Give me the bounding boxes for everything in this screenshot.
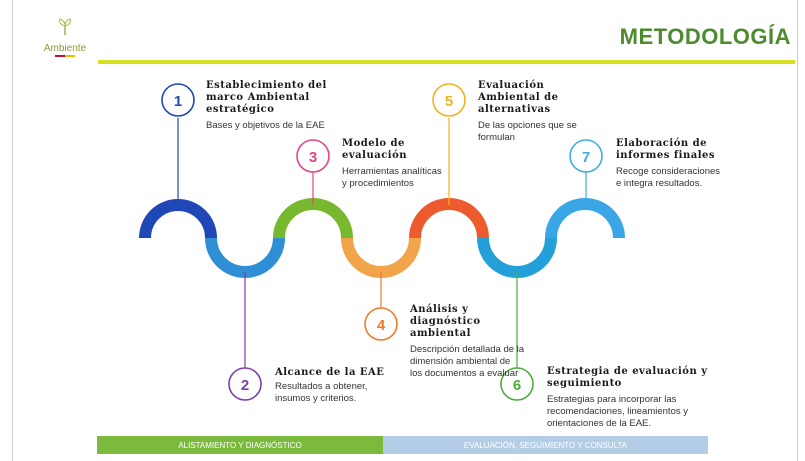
step-6-number: 6 — [513, 377, 521, 394]
step-3-title: Modelo de evaluación — [342, 138, 408, 161]
step-1-number: 1 — [174, 93, 182, 110]
wave-arc-1 — [139, 199, 217, 239]
logo: Ambiente — [30, 18, 100, 57]
step-7-badge: 7 — [569, 139, 603, 173]
right-border — [797, 0, 798, 461]
step-7-title: Elaboración de informes finales — [616, 138, 716, 161]
step-1-description: Bases y objetivos de la EAE — [206, 120, 325, 131]
step-5-title: Evaluación Ambiental de alternativas — [478, 80, 559, 115]
wave-arc-7 — [545, 198, 625, 239]
step-1-badge: 1 — [161, 83, 195, 117]
step-6-title: Estrategia de evaluación y seguimiento — [547, 366, 708, 389]
step-5-description: De las opciones que se formulan — [478, 120, 577, 143]
step-7-number: 7 — [582, 149, 590, 166]
step-4-description: Descripción detallada de la dimensión am… — [410, 344, 525, 379]
step-2-badge: 2 — [228, 367, 262, 401]
step-6-badge: 6 — [500, 367, 534, 401]
step-2-description: Resultados a obtener, insumos y criterio… — [275, 381, 368, 404]
step-4-badge: 4 — [364, 307, 398, 341]
wave-arc-6 — [477, 237, 557, 278]
wave-arc-4 — [341, 237, 421, 278]
flag-stripe — [55, 55, 75, 57]
step-3-description: Herramientas analíticas y procedimientos — [342, 166, 442, 189]
logo-text: Ambiente — [43, 43, 87, 54]
step-6-description: Estrategias para incorporar las recomend… — [547, 394, 688, 429]
step-7-description: Recoge consideraciones e integra resulta… — [616, 166, 721, 189]
wave-arc-5 — [409, 198, 489, 239]
step-1-title: Establecimiento del marco Ambiental estr… — [206, 80, 327, 115]
wave-arc-3 — [273, 198, 353, 239]
step-2-number: 2 — [241, 377, 249, 394]
page-title: METODOLOGÍA — [619, 24, 791, 49]
leaf-icon — [59, 18, 71, 35]
step-5-number: 5 — [445, 93, 453, 110]
step-3-badge: 3 — [296, 139, 330, 173]
step-2-title: Alcance de la EAE — [275, 367, 385, 378]
step-4-number: 4 — [377, 317, 386, 334]
phase-bar-alistamiento: ALISTAMIENTO Y DIAGNÓSTICO — [97, 436, 383, 454]
step-3-number: 3 — [309, 149, 317, 166]
left-border — [12, 0, 13, 461]
title-rule — [98, 60, 795, 64]
step-4-title: Análisis y diagnóstico ambiental — [410, 304, 481, 339]
wave-arc-2 — [205, 237, 285, 278]
phase-bar-evaluacion: EVALUACIÓN, SEGUIMIENTO Y CONSULTA — [383, 436, 708, 454]
step-5-badge: 5 — [432, 83, 466, 117]
